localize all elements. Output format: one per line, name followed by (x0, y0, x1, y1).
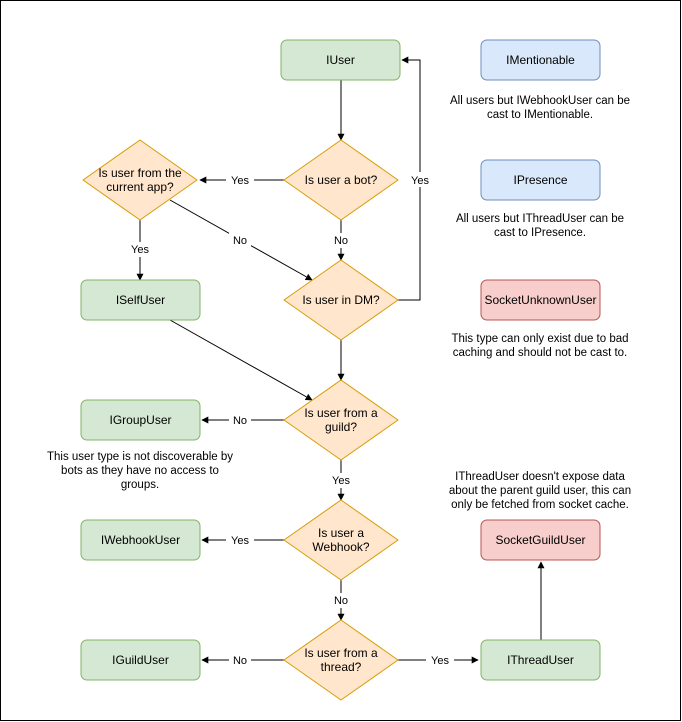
svg-text:IPresence: IPresence (513, 173, 567, 187)
svg-text:IGuildUser: IGuildUser (112, 653, 169, 667)
svg-text:IGroupUser: IGroupUser (109, 413, 171, 427)
svg-text:Is user a bot?: Is user a bot? (305, 173, 378, 187)
svg-text:current app?: current app? (106, 180, 174, 194)
node-imentionable: IMentionable (480, 39, 601, 81)
node-ithreaduser: IThreadUser (480, 639, 601, 681)
svg-text:Is user from a: Is user from a (304, 646, 378, 660)
edge-label-webhook-yes: Yes (231, 535, 249, 547)
svg-text:thread?: thread? (321, 660, 362, 674)
edge-iselfuser-to-is-guild (169, 319, 313, 401)
node-iwebhookuser: IWebhookUser (80, 519, 201, 561)
node-igroupuser: IGroupUser (80, 399, 201, 441)
svg-text:SocketUnknownUser: SocketUnknownUser (484, 293, 596, 307)
note-socket-unknown-user: This type can only exist due to bad cach… (451, 333, 628, 359)
edge-label-webhook-no: No (334, 595, 348, 607)
svg-text:IUser: IUser (326, 53, 355, 67)
svg-text:IThreadUser: IThreadUser (507, 653, 574, 667)
edge-labels: Yes No Yes No Yes No Yes Yes No No Yes (126, 172, 454, 668)
svg-text:Is user from the: Is user from the (98, 166, 182, 180)
node-socket-guild-user: SocketGuildUser (480, 519, 601, 561)
svg-text:caching and should not be cast: caching and should not be cast to. (453, 347, 628, 359)
svg-text:Is user in DM?: Is user in DM? (302, 293, 380, 307)
decision-is-user-from-current-app: Is user from the current app? (82, 139, 198, 221)
svg-text:Webhook?: Webhook? (312, 540, 369, 554)
svg-text:IThreadUser doesn't expose dat: IThreadUser doesn't expose data (455, 471, 625, 483)
svg-text:SocketGuildUser: SocketGuildUser (495, 533, 585, 547)
decision-is-user-a-webhook: Is user a Webhook? (283, 499, 399, 581)
svg-text:only be fetched from socket ca: only be fetched from socket cache. (451, 499, 629, 511)
node-iguilduser: IGuildUser (80, 639, 201, 681)
svg-text:IMentionable: IMentionable (506, 53, 575, 67)
note-igroupuser: This user type is not discoverable by bo… (47, 451, 233, 491)
node-iselfuser: ISelfUser (80, 279, 201, 321)
edge-label-app-yes: Yes (131, 244, 149, 256)
svg-text:All users but IWebhookUser can: All users but IWebhookUser can be (450, 95, 630, 107)
node-socket-unknown-user: SocketUnknownUser (480, 279, 601, 321)
svg-text:cast to IPresence.: cast to IPresence. (494, 227, 586, 239)
node-ipresence: IPresence (480, 159, 601, 201)
svg-text:Is user from a: Is user from a (304, 406, 378, 420)
svg-text:This type can only exist due t: This type can only exist due to bad (451, 333, 628, 345)
edge-label-bot-yes: Yes (231, 175, 249, 187)
svg-text:ISelfUser: ISelfUser (116, 293, 165, 307)
svg-text:This user type is not discover: This user type is not discoverable by (47, 451, 233, 463)
svg-text:groups.: groups. (121, 479, 159, 491)
edge-label-app-no: No (233, 235, 247, 247)
edge-label-thread-no: No (233, 655, 247, 667)
note-ithreaduser: IThreadUser doesn't expose data about th… (449, 471, 631, 511)
note-ipresence: All users but IThreadUser can be cast to… (456, 213, 624, 239)
svg-text:cast to IMentionable.: cast to IMentionable. (487, 109, 593, 121)
edge-label-dm-yes: Yes (411, 175, 429, 187)
note-imentionable: All users but IWebhookUser can be cast t… (450, 95, 630, 121)
edge-label-thread-yes: Yes (431, 655, 449, 667)
decision-is-user-from-thread: Is user from a thread? (283, 619, 399, 701)
svg-text:IWebhookUser: IWebhookUser (101, 533, 180, 547)
decision-is-user-in-dm: Is user in DM? (283, 259, 399, 341)
decision-is-user-a-bot: Is user a bot? (283, 139, 399, 221)
edge-label-guild-yes: Yes (332, 475, 350, 487)
svg-text:All users but IThreadUser can: All users but IThreadUser can be (456, 213, 624, 225)
edge-label-bot-no: No (334, 235, 348, 247)
svg-text:about the parent guild user, t: about the parent guild user, this can (449, 485, 631, 497)
edge-label-guild-no: No (233, 415, 247, 427)
decision-is-user-from-guild: Is user from a guild? (283, 379, 399, 461)
svg-text:Is user a: Is user a (318, 526, 364, 540)
svg-text:guild?: guild? (325, 420, 357, 434)
node-iuser: IUser (280, 39, 401, 81)
svg-text:bots as they have no access to: bots as they have no access to (61, 465, 219, 477)
